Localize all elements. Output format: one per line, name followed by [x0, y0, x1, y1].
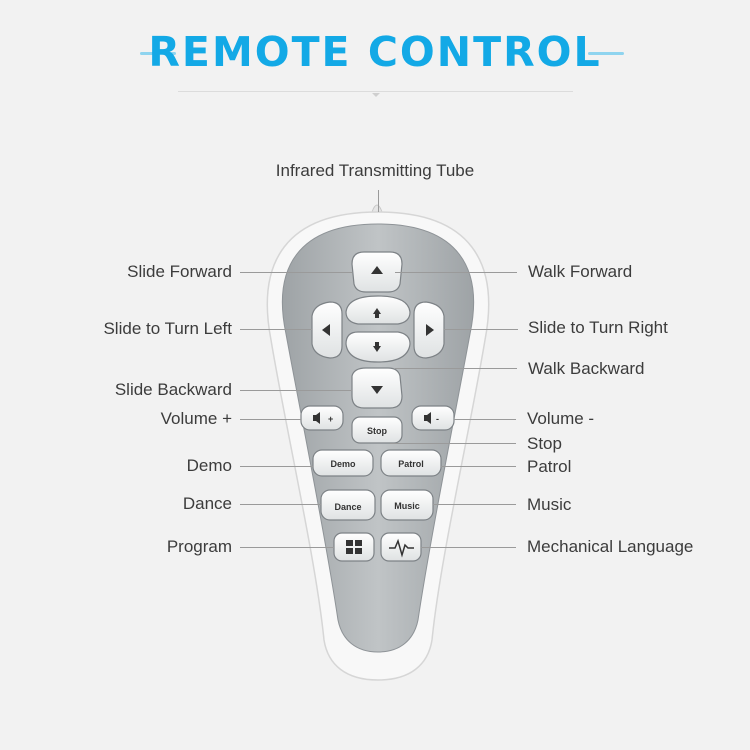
title-dash-right: [588, 52, 624, 55]
leader-volume-plus: [240, 419, 301, 420]
patrol-button: [380, 449, 442, 477]
label-volume-plus: Volume +: [160, 409, 232, 428]
stop-button-text: Stop: [367, 426, 387, 436]
label-volume-minus: Volume -: [527, 409, 595, 428]
volume-minus-button: [411, 405, 455, 431]
dance-button-text: Dance: [334, 502, 361, 512]
leader-walk-backward: [395, 368, 517, 369]
leader-slide-turn-right: [444, 329, 518, 330]
mechanical-language-button: [380, 532, 422, 562]
music-button: [380, 489, 434, 521]
label-demo: Demo: [186, 456, 232, 475]
program-icon: [346, 540, 362, 554]
label-mechanical-language: Mechanical Language: [527, 537, 694, 556]
speaker-icon: [424, 412, 431, 424]
music-button-text: Music: [394, 501, 420, 511]
title-divider-notch: [372, 93, 380, 97]
patrol-button-text: Patrol: [398, 459, 424, 469]
dpad-arrows: [322, 266, 434, 394]
label-slide-forward: Slide Forward: [127, 262, 232, 281]
leader-slide-turn-left: [240, 329, 312, 330]
dance-button: [320, 489, 376, 521]
arrow-up-icon: [371, 266, 383, 274]
title-dash-left: [140, 52, 176, 55]
leader-demo: [240, 466, 313, 467]
label-slide-turn-right: Slide to Turn Right: [528, 318, 668, 337]
leader-walk-forward: [395, 272, 517, 273]
page-title: REMOTE CONTROL: [148, 28, 602, 76]
arrow-right-icon: [426, 324, 434, 336]
infrared-tube-icon: [371, 204, 383, 213]
label-walk-forward: Walk Forward: [528, 262, 633, 281]
leader-stop: [390, 443, 516, 444]
title-divider: [178, 91, 573, 92]
leader-patrol: [441, 466, 516, 467]
header: REMOTE CONTROL: [0, 28, 750, 88]
stop-button: [351, 416, 403, 444]
waveform-icon: [389, 538, 414, 558]
label-program: Program: [166, 537, 232, 556]
leader-slide-backward: [240, 390, 352, 391]
demo-button: [312, 449, 374, 477]
volume-plus-button: [300, 405, 344, 431]
leader-volume-minus: [454, 419, 516, 420]
leader-music: [433, 504, 516, 505]
label-dance: Dance: [182, 494, 232, 513]
label-infrared-tube: Infrared Transmitting Tube: [275, 161, 475, 180]
arrow-left-icon: [322, 324, 330, 336]
leader-infrared: [378, 190, 379, 212]
walk-down-arrow-icon: [373, 342, 381, 352]
label-music: Music: [527, 495, 572, 514]
walk-up-arrow-icon: [373, 308, 381, 318]
label-slide-turn-left: Slide to Turn Left: [103, 319, 232, 338]
demo-button-text: Demo: [330, 459, 356, 469]
program-button: [333, 532, 375, 562]
leader-slide-forward: [240, 272, 352, 273]
volume-minus-text: -: [436, 414, 439, 424]
label-slide-backward: Slide Backward: [114, 380, 232, 399]
speaker-icon: [313, 412, 320, 424]
leader-dance: [240, 504, 321, 505]
label-walk-backward: Walk Backward: [528, 359, 645, 378]
label-patrol: Patrol: [527, 457, 572, 476]
leader-program: [240, 547, 334, 548]
volume-plus-text: +: [328, 414, 333, 424]
leader-mechanical-language: [421, 547, 516, 548]
label-stop: Stop: [527, 434, 562, 453]
arrow-down-icon: [371, 386, 383, 394]
